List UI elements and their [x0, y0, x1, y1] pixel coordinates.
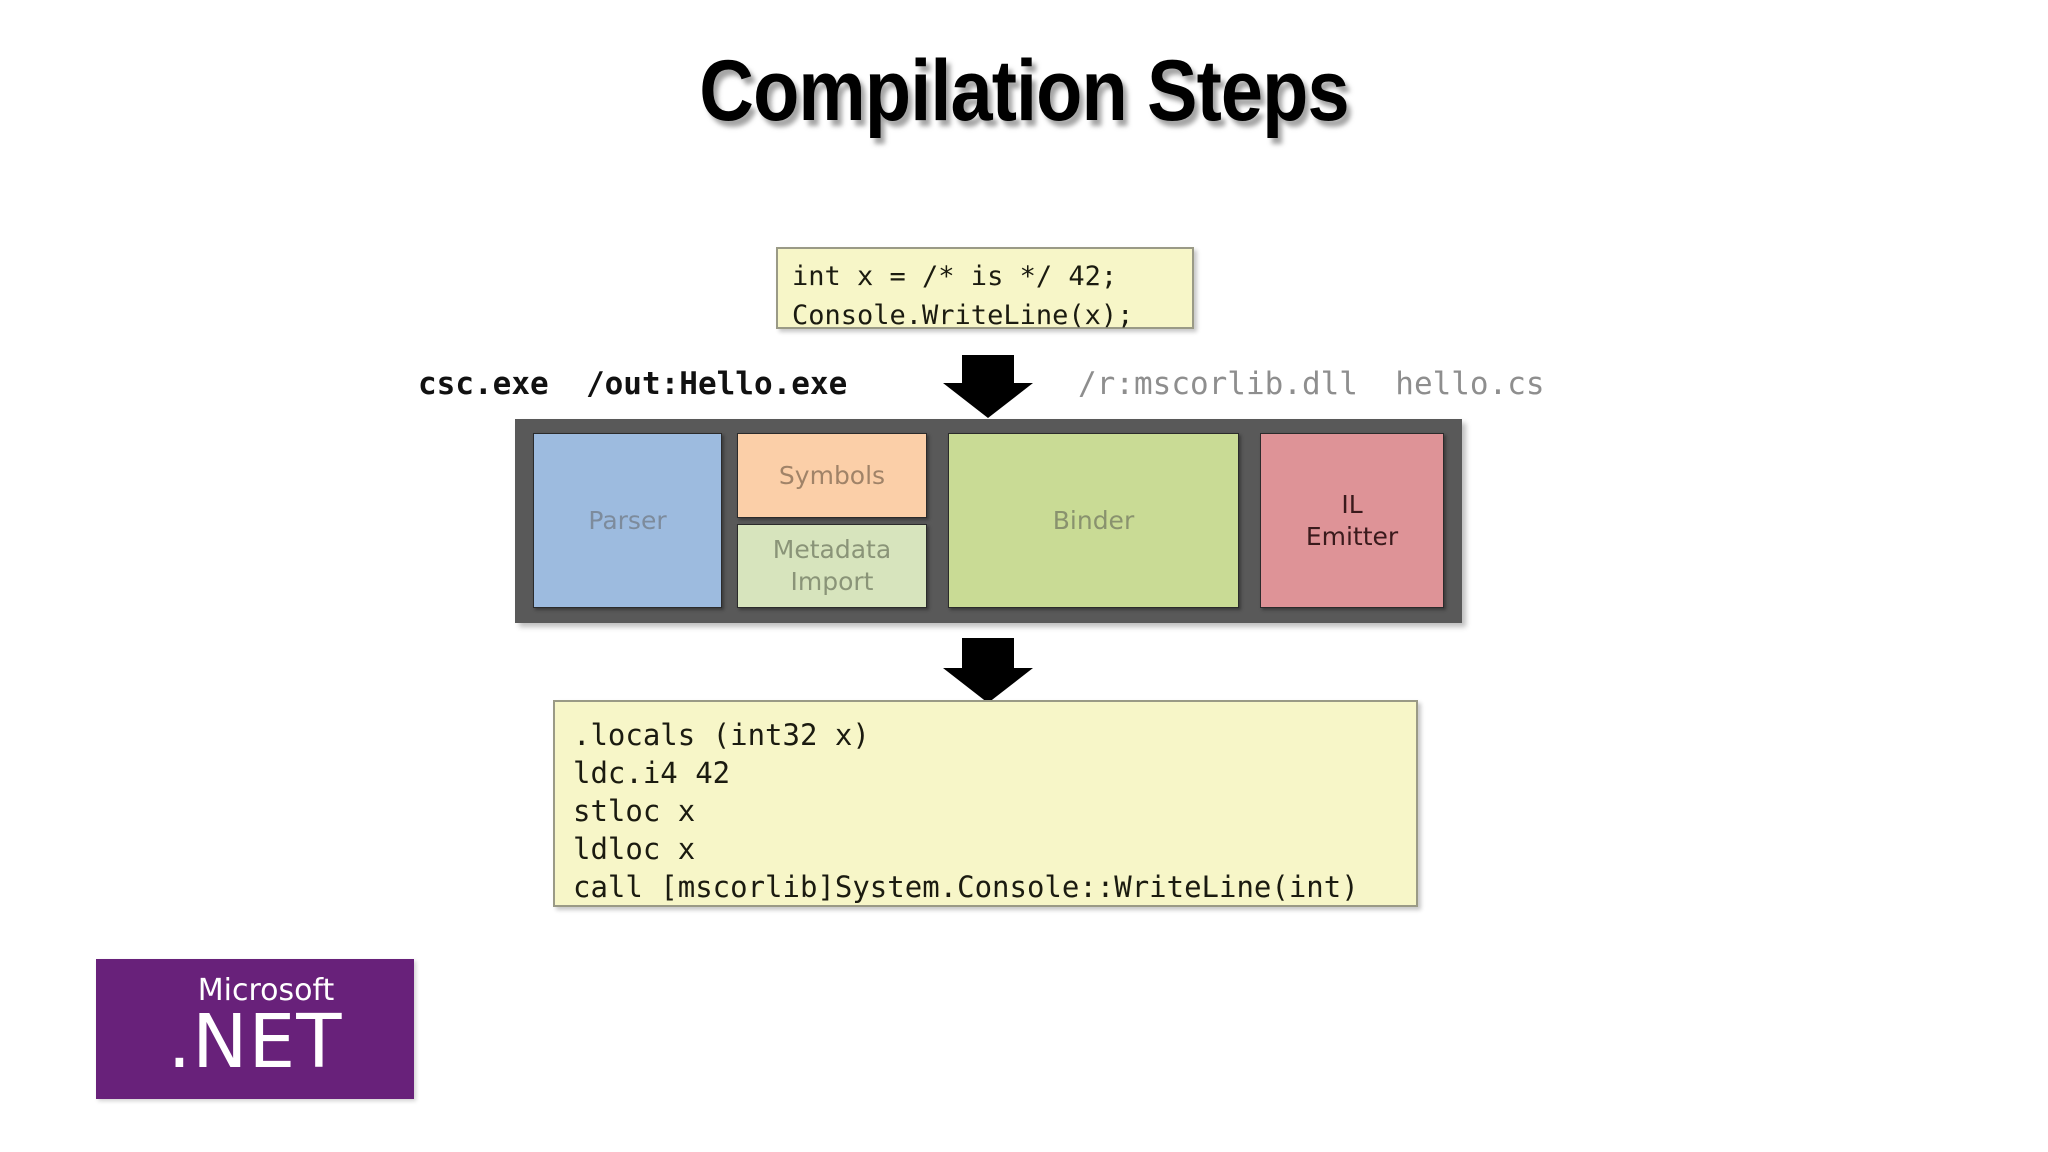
pipeline-stage-binder: Binder — [948, 433, 1239, 608]
dotnet-logo-product: .NET — [167, 999, 343, 1085]
pipeline-stage-label: Binder — [1052, 505, 1135, 535]
command-line: csc.exe /out:Hello.exe /r:mscorlib.dll h… — [0, 362, 2048, 406]
il-code-box: .locals (int32 x) ldc.i4 42 stloc x ldlo… — [553, 700, 1418, 907]
il-code-line: .locals (int32 x) — [573, 718, 870, 752]
pipeline-stage-label: Symbols — [778, 460, 886, 490]
il-code-line: ldloc x — [573, 832, 696, 866]
pipeline-stage-metadata-import: Metadata Import — [737, 524, 927, 608]
source-code-line: int x = /* is */ 42; — [792, 261, 1118, 292]
pipeline-stage-label: IL Emitter — [1306, 489, 1398, 553]
pipeline-stage-label-line1: IL — [1341, 489, 1363, 519]
pipeline-stage-label-line2: Emitter — [1305, 521, 1399, 551]
arrow-head — [943, 668, 1033, 703]
il-code-line: stloc x — [573, 794, 696, 828]
arrow-stem — [962, 638, 1014, 670]
pipeline-stage-label-line2: Import — [790, 567, 874, 596]
dotnet-logo-brand: Microsoft — [197, 973, 335, 1008]
pipeline-stage-il-emitter: IL Emitter — [1260, 433, 1444, 608]
il-code-line: ldc.i4 42 — [573, 756, 731, 790]
pipeline-stage-label-line1: Metadata — [772, 535, 892, 564]
command-line-right: /r:mscorlib.dll hello.cs — [1078, 366, 1545, 402]
pipeline-stage-symbols: Symbols — [737, 433, 927, 518]
arrow-stem — [962, 355, 1014, 385]
arrow-head — [943, 383, 1033, 418]
pipeline-stage-label: Metadata Import — [773, 534, 891, 598]
compiler-pipeline: Parser Symbols Metadata Import Binder IL… — [515, 419, 1462, 623]
source-code-box: int x = /* is */ 42; Console.WriteLine(x… — [776, 247, 1194, 331]
command-line-left: csc.exe /out:Hello.exe — [418, 366, 848, 402]
il-code-line: call [mscorlib]System.Console::WriteLine… — [573, 870, 1359, 904]
dotnet-logo: Microsoft .NET — [96, 959, 414, 1099]
pipeline-stage-label: Parser — [588, 505, 667, 535]
page-title: Compilation Steps — [699, 43, 1349, 139]
pipeline-stage-parser: Parser — [533, 433, 722, 608]
source-code-line: Console.WriteLine(x); — [792, 300, 1134, 331]
